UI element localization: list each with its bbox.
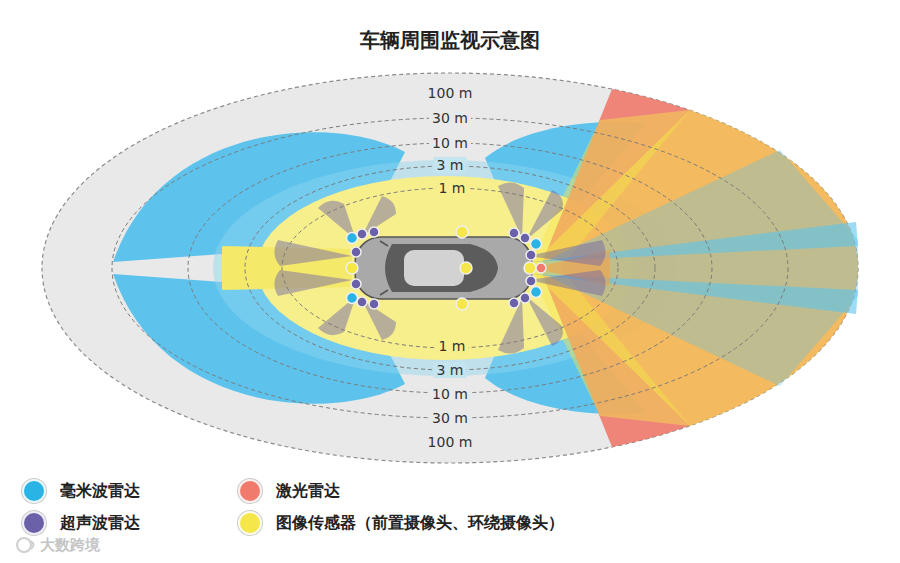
- radar-front-long: [530, 150, 858, 386]
- legend-swatch: [238, 511, 262, 535]
- range-label: 100 m: [425, 85, 476, 101]
- front-camera-fan: [528, 110, 858, 426]
- range-label: 30 m: [429, 410, 471, 426]
- legend-item: 图像传感器（前置摄像头、环绕摄像头）: [238, 511, 564, 535]
- range-label: 10 m: [429, 386, 471, 402]
- range-100m: [42, 73, 858, 463]
- legend-item: 毫米波雷达: [22, 479, 140, 503]
- legend-item: 超声波雷达: [22, 511, 140, 535]
- range-label: 1 m: [436, 338, 469, 354]
- watermark-logo: [17, 538, 34, 552]
- range-label: 30 m: [429, 110, 471, 126]
- legend-item: 激光雷达: [238, 479, 340, 503]
- watermark: 大数跨境: [40, 536, 100, 555]
- legend-swatch: [22, 511, 46, 535]
- legend-swatch: [22, 479, 46, 503]
- range-rings: [112, 118, 788, 418]
- ultrasonic-lobes: [274, 182, 605, 353]
- range-label: 3 m: [434, 362, 467, 378]
- range-label: 3 m: [434, 157, 467, 173]
- legend-text: 激光雷达: [276, 481, 340, 502]
- legend-text: 图像传感器（前置摄像头、环绕摄像头）: [276, 513, 564, 534]
- diagram-title: 车辆周围监视示意图: [360, 27, 540, 54]
- sensor-dots: [346, 226, 546, 310]
- range-label: 1 m: [436, 180, 469, 196]
- legend-text: 超声波雷达: [60, 513, 140, 534]
- legend-swatch: [238, 479, 262, 503]
- legend-text: 毫米波雷达: [60, 481, 140, 502]
- car: [355, 237, 532, 299]
- range-label: 10 m: [429, 135, 471, 151]
- range-label: 100 m: [425, 434, 476, 450]
